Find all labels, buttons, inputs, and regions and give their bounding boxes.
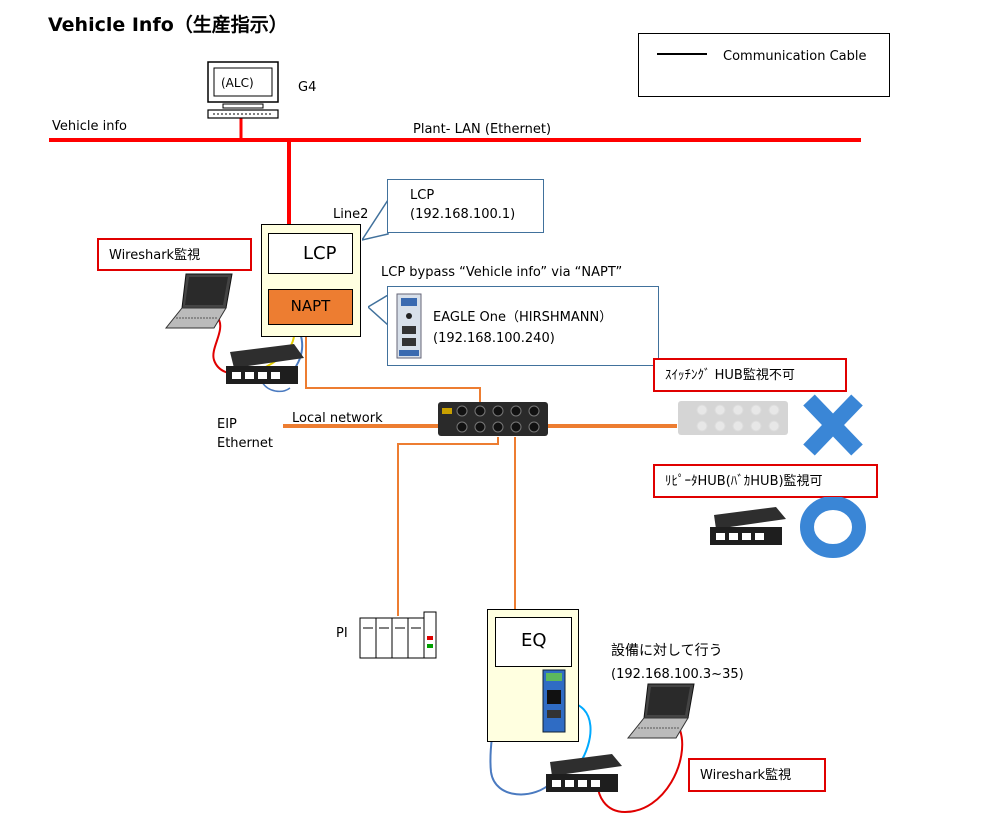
line2-label: Line2	[333, 207, 369, 222]
laptop-bottom-icon	[626, 683, 695, 739]
circle-ok-icon	[800, 497, 866, 558]
pi-label: PI	[336, 626, 348, 641]
laptop-to-hub-red-cable-bottom	[596, 729, 684, 814]
main-switch-icon	[438, 402, 548, 436]
page-title: Vehicle Info（生産指示）	[48, 14, 288, 36]
g4-label: G4	[298, 80, 317, 95]
napt-box: NAPT	[268, 289, 353, 325]
switching-hub-icon	[678, 401, 788, 435]
repeater-hub-label: ﾘﾋﾟｰﾀHUB(ﾊﾞｶHUB)監視可	[653, 464, 878, 498]
wireshark-top-label: Wireshark監視	[97, 238, 252, 271]
pi-plc-icon	[359, 611, 437, 659]
hub-bottom-icon	[546, 754, 622, 792]
hub-top-icon	[226, 344, 304, 384]
lcp-callout: LCP (192.168.100.1)	[387, 179, 544, 233]
eq-module-icon	[542, 669, 566, 733]
ethernet-label: Ethernet	[217, 436, 273, 451]
lcp-box: LCP	[268, 233, 353, 274]
legend-label: Communication Cable	[723, 49, 867, 64]
eq-box: EQ	[495, 617, 572, 667]
eagle-callout-title: EAGLE One（HIRSHMANN）	[433, 310, 613, 325]
cross-icon	[803, 394, 863, 456]
repeater-hub-icon	[710, 507, 786, 545]
lcp-panel: LCP NAPT	[261, 224, 361, 337]
g4-computer-icon	[207, 61, 279, 119]
eagle-device-icon	[396, 293, 422, 359]
equipment-note-line1: 設備に対して行う	[611, 643, 723, 659]
legend-line	[657, 53, 707, 55]
vehicle-info-label: Vehicle info	[52, 119, 128, 134]
wireshark-bottom-label: Wireshark監視	[688, 758, 826, 792]
hub-to-local-blue-cable	[261, 381, 291, 393]
lcp-to-switch-cable	[305, 336, 481, 402]
lcp-callout-ip: (192.168.100.1)	[410, 207, 516, 222]
eagle-callout-ip: (192.168.100.240)	[433, 331, 555, 346]
plant-lan-label: Plant- LAN (Ethernet)	[413, 122, 552, 137]
equipment-note-line2: (192.168.100.3~35)	[611, 667, 744, 682]
eagle-callout: EAGLE One（HIRSHMANN） (192.168.100.240)	[387, 286, 659, 366]
g4-screen-text: (ALC)	[221, 76, 254, 90]
eq-panel: EQ	[487, 609, 579, 742]
switching-hub-label: ｽｲｯﾁﾝｸﾞ HUB監視不可	[653, 358, 847, 392]
laptop-top-icon	[164, 273, 233, 329]
bypass-text: LCP bypass “Vehicle info” via “NAPT”	[381, 265, 623, 280]
eip-label: EIP	[217, 417, 237, 432]
lcp-callout-title: LCP	[410, 188, 435, 203]
local-network-label: Local network	[292, 411, 383, 426]
legend: Communication Cable	[638, 33, 890, 97]
switch-to-pi-cable	[397, 437, 499, 616]
